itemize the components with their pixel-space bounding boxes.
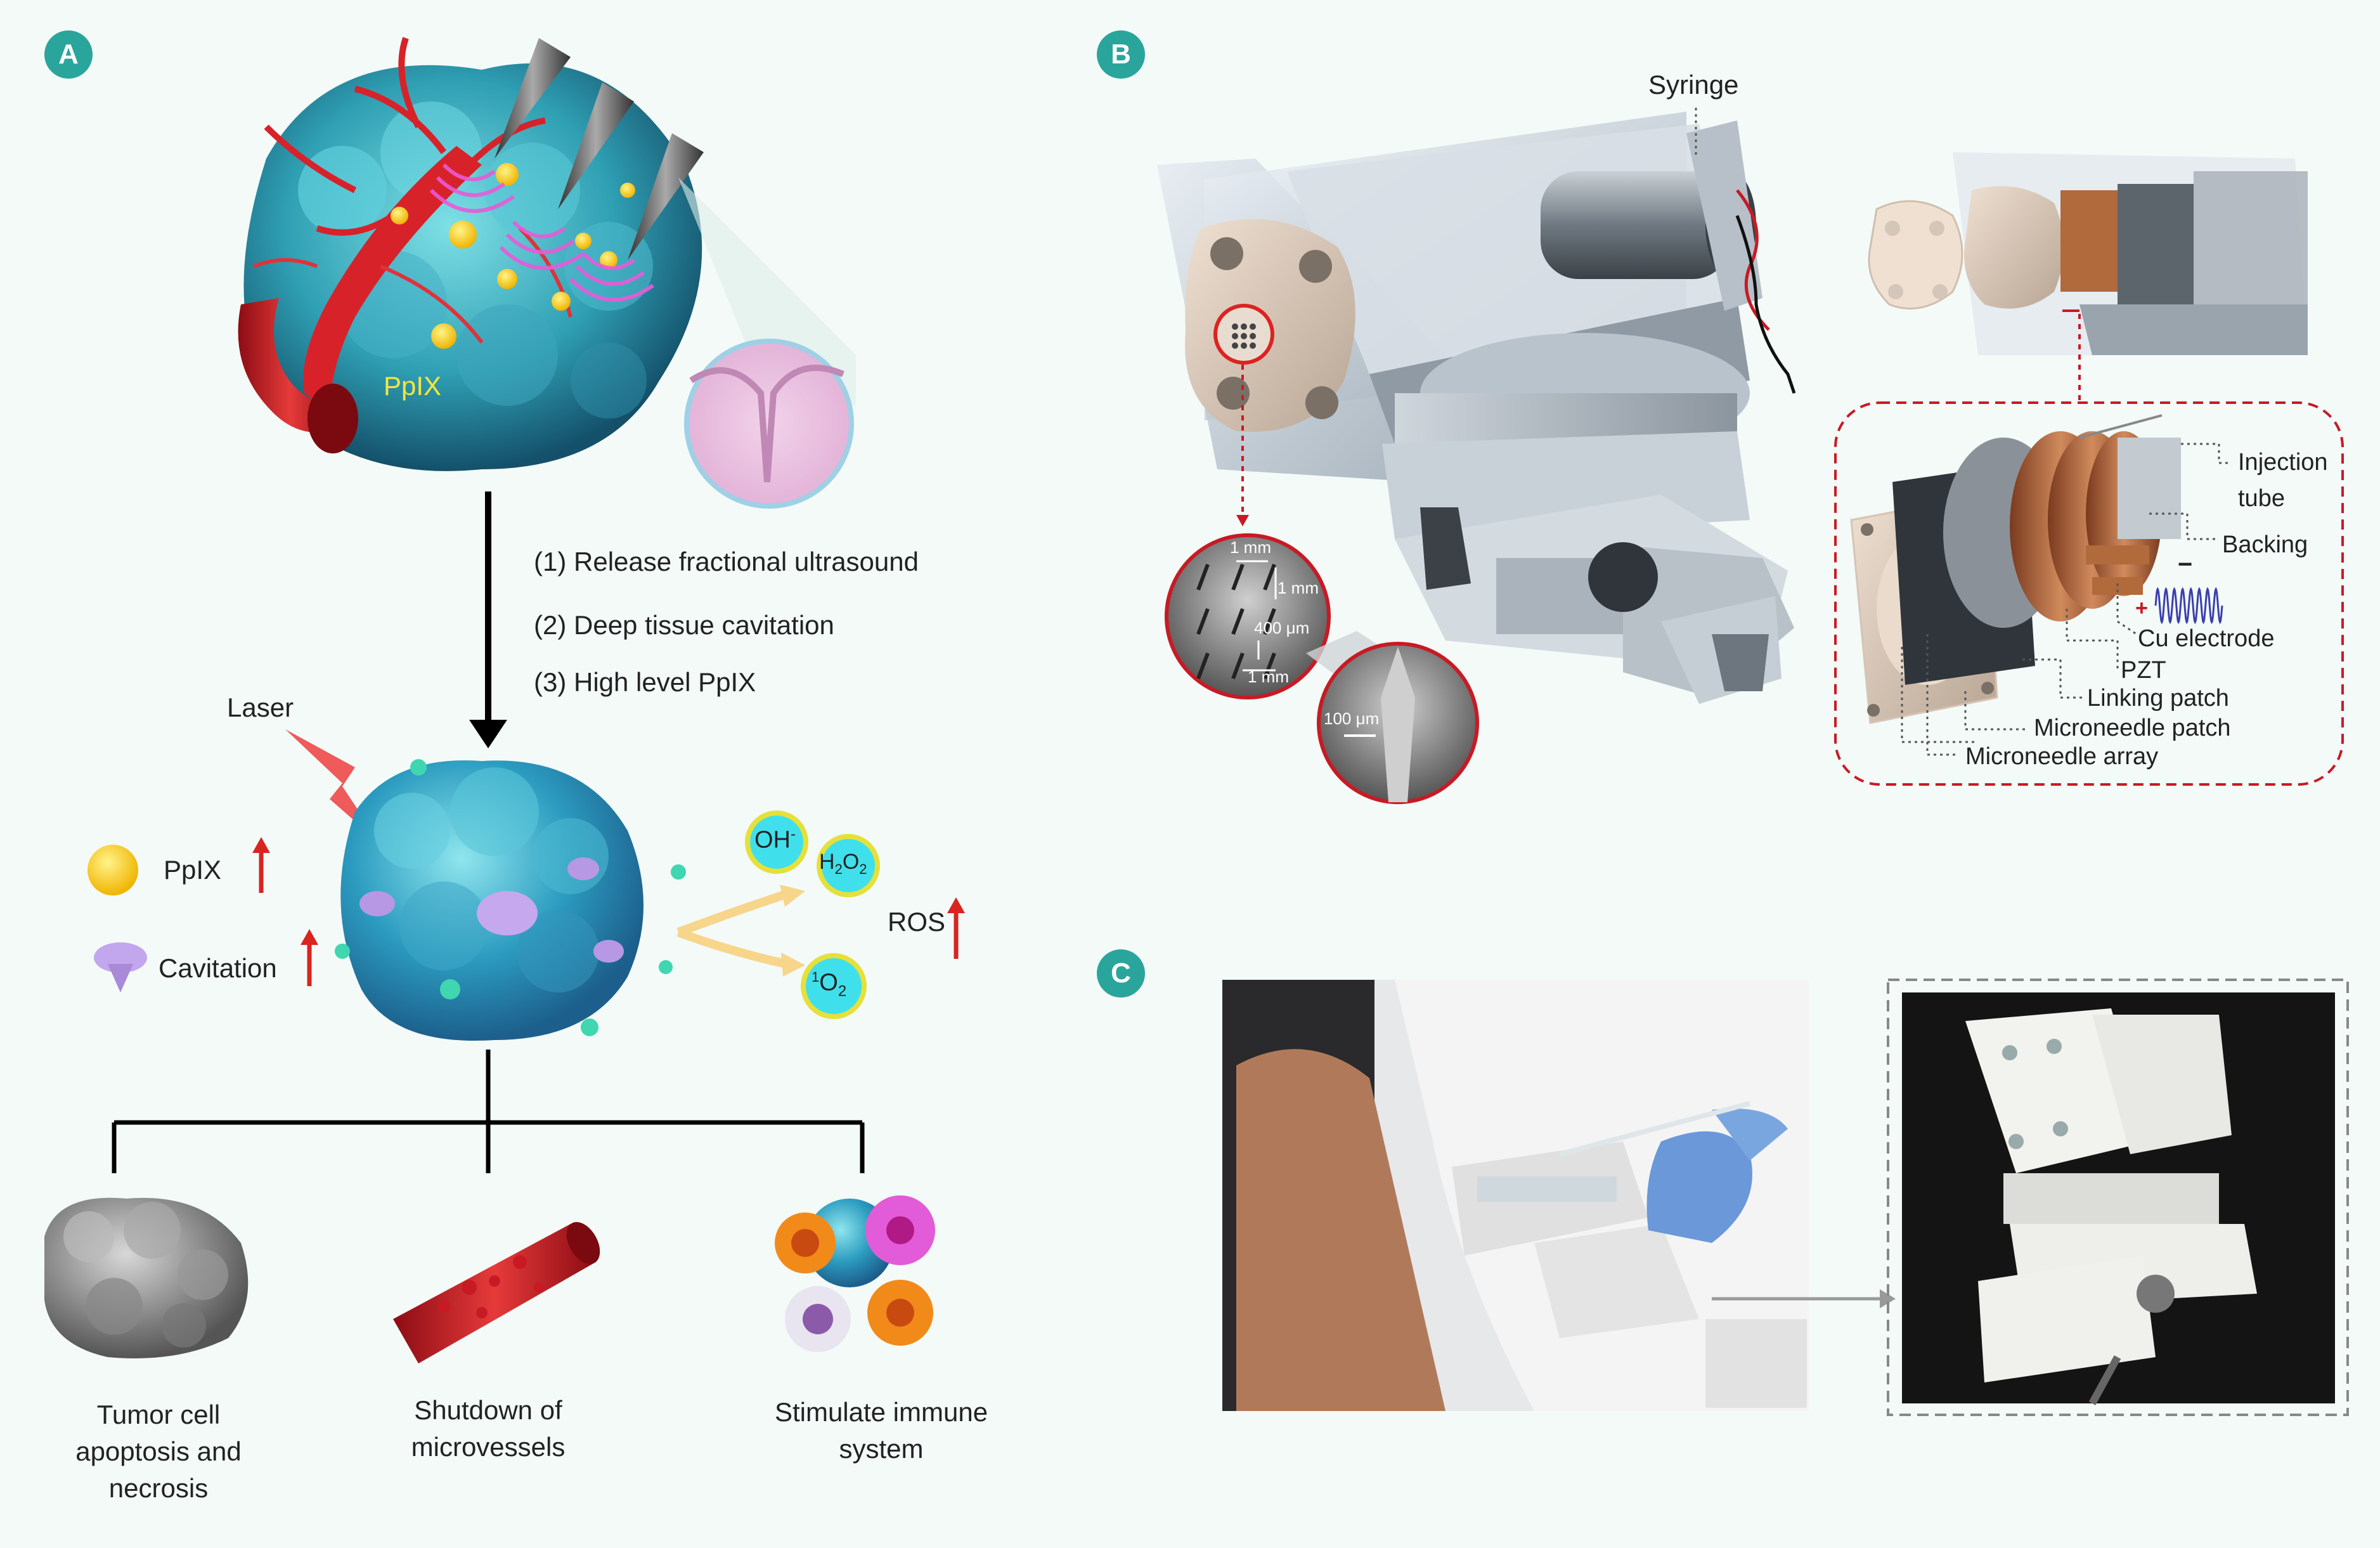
singlet-oxygen-sub: 2 — [838, 982, 847, 1000]
outcome-apoptosis-line1: Tumor cell — [96, 1400, 221, 1429]
damaged-vessel-icon — [393, 1221, 600, 1363]
peroxide-o: O — [842, 850, 860, 874]
linking-patch-label: Linking patch — [2087, 685, 2229, 712]
outcome-immune: Stimulate immune system — [729, 1394, 1033, 1467]
panel-a-badge: A — [44, 30, 93, 79]
outcome-immune-line2: system — [839, 1434, 924, 1464]
hydroxyl-label: OH- — [754, 826, 796, 854]
step-3: (3) High level PpIX — [534, 667, 756, 697]
positive-terminal: + — [2135, 596, 2148, 620]
cancer-cell-illustration — [335, 759, 686, 1041]
scale-1mm-top: 1 mm — [1230, 538, 1271, 557]
outcome-apoptosis-line2: apoptosis and — [75, 1436, 242, 1466]
increase-arrow-icons — [252, 837, 965, 986]
tumor-illustration — [238, 37, 704, 471]
laser-label: Laser — [227, 693, 294, 722]
peroxide-h-count: 2 — [834, 861, 843, 877]
outcome-apoptosis-line3: necrosis — [108, 1473, 209, 1503]
legend-ppix-label: PpIX — [164, 855, 222, 885]
singlet-oxygen-sup: 1 — [812, 969, 820, 985]
syringe-label: Syringe — [1648, 70, 1739, 100]
microneedle-array-label: Microneedle array — [1965, 743, 2159, 770]
outcome-immune-line1: Stimulate immune — [774, 1397, 988, 1427]
outcome-apoptosis: Tumor cell apoptosis and necrosis — [25, 1396, 292, 1507]
step-2: (2) Deep tissue cavitation — [534, 610, 834, 640]
hydroxyl-bubble — [745, 810, 808, 874]
peroxide-label: H2O2 — [819, 850, 867, 878]
panel-b-badge: B — [1097, 30, 1145, 79]
outcome-tree — [112, 1050, 865, 1173]
outcome-microvessels-line1: Shutdown of — [414, 1395, 562, 1425]
scale-1mm-bottom: 1 mm — [1248, 667, 1289, 686]
outcome-microvessels-line2: microvessels — [411, 1432, 566, 1462]
immune-cells-icon — [775, 1195, 935, 1352]
outcome-microvessels: Shutdown of microvessels — [355, 1392, 621, 1466]
singlet-oxygen-label: 1O2 — [812, 969, 846, 1000]
singlet-oxygen-bubble — [801, 953, 867, 1019]
scale-100um: 100 μm — [1324, 709, 1380, 728]
apoptosis-cell-icon — [44, 1197, 249, 1358]
singlet-oxygen-o: O — [819, 969, 838, 996]
hydroxyl-charge: - — [791, 826, 796, 843]
injection-tube-label-2: tube — [2238, 485, 2285, 512]
pzt-label: PZT — [2121, 657, 2166, 684]
peroxide-bubble — [817, 834, 880, 897]
tumor-ppix-label: PpIX — [384, 371, 442, 401]
scale-400um: 400 μm — [1254, 618, 1310, 637]
scale-1mm-right: 1 mm — [1277, 578, 1319, 597]
reaction-arrows — [676, 890, 788, 968]
step-1: (1) Release fractional ultrasound — [534, 547, 919, 576]
backing-label: Backing — [2222, 531, 2308, 558]
microneedle-patch-label: Microneedle patch — [2034, 715, 2231, 741]
ros-label: ROS — [888, 907, 946, 937]
injection-tube-label-1: Injection — [2238, 449, 2328, 476]
legend-cavitation-label: Cavitation — [158, 953, 277, 983]
peroxide-o-count: 2 — [859, 861, 867, 877]
panel-c-badge: C — [1097, 949, 1145, 998]
negative-terminal: − — [2178, 550, 2193, 578]
hydroxyl-text: OH — [754, 826, 791, 854]
peroxide-h: H — [819, 850, 835, 874]
cu-electrode-label: Cu electrode — [2138, 625, 2275, 652]
cavitation-icon — [94, 942, 147, 992]
ppix-icon — [87, 845, 138, 895]
